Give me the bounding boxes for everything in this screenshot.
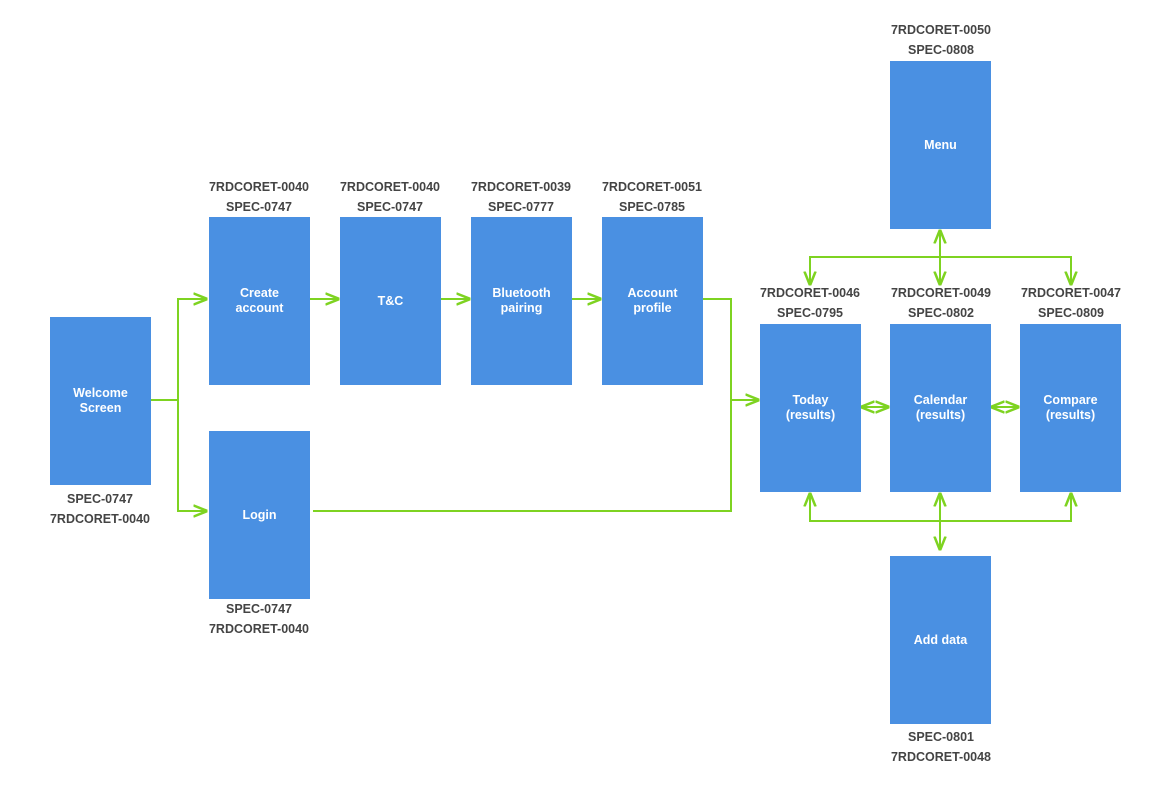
login-box[interactable]: Login — [209, 431, 310, 599]
compare-results-label: Compare (results) — [1043, 393, 1098, 422]
create-account-codes: 7RDCORET-0040 SPEC-0747 — [184, 177, 334, 217]
bluetooth-ticket-code: 7RDCORET-0039 — [470, 180, 572, 194]
compare-codes: 7RDCORET-0047 SPEC-0809 — [996, 283, 1146, 323]
compare-ticket-code: 7RDCORET-0047 — [1020, 286, 1122, 300]
adddata-ticket-code: 7RDCORET-0048 — [890, 750, 992, 764]
compare-results-box[interactable]: Compare (results) — [1020, 324, 1121, 492]
create-account-box[interactable]: Create account — [209, 217, 310, 385]
connector-profile-today — [703, 298, 758, 400]
create-spec-code: SPEC-0747 — [225, 200, 292, 214]
bluetooth-pairing-label: Bluetooth pairing — [492, 286, 551, 315]
connector-welcome-login — [177, 400, 206, 511]
menu-codes: 7RDCORET-0050 SPEC-0808 — [866, 20, 1016, 60]
profile-ticket-code: 7RDCORET-0051 — [601, 180, 703, 194]
today-spec-code: SPEC-0795 — [776, 306, 843, 320]
login-spec-code: SPEC-0747 — [225, 602, 292, 616]
calendar-ticket-code: 7RDCORET-0049 — [890, 286, 992, 300]
login-ticket-code: 7RDCORET-0040 — [208, 622, 310, 636]
profile-spec-code: SPEC-0785 — [618, 200, 685, 214]
tc-codes: 7RDCORET-0040 SPEC-0747 — [315, 177, 465, 217]
create-ticket-code: 7RDCORET-0040 — [208, 180, 310, 194]
calendar-codes: 7RDCORET-0049 SPEC-0802 — [866, 283, 1016, 323]
welcome-screen-box[interactable]: Welcome Screen — [50, 317, 151, 485]
bluetooth-codes: 7RDCORET-0039 SPEC-0777 — [446, 177, 596, 217]
create-account-label: Create account — [235, 286, 284, 315]
connector-login-today — [313, 400, 732, 512]
account-profile-label: Account profile — [627, 286, 678, 315]
tc-spec-code: SPEC-0747 — [356, 200, 423, 214]
compare-spec-code: SPEC-0809 — [1037, 306, 1104, 320]
bluetooth-spec-code: SPEC-0777 — [487, 200, 554, 214]
calendar-spec-code: SPEC-0802 — [907, 306, 974, 320]
tc-box[interactable]: T&C — [340, 217, 441, 385]
connector-top-bus — [810, 256, 1071, 284]
welcome-ticket-code: 7RDCORET-0040 — [49, 512, 151, 526]
menu-spec-code: SPEC-0808 — [907, 43, 974, 57]
menu-label: Menu — [924, 137, 957, 152]
login-codes: SPEC-0747 7RDCORET-0040 — [184, 599, 334, 639]
account-profile-codes: 7RDCORET-0051 SPEC-0785 — [577, 177, 727, 217]
login-label: Login — [242, 507, 277, 522]
welcome-screen-codes: SPEC-0747 7RDCORET-0040 — [25, 489, 175, 529]
welcome-screen-label: Welcome Screen — [73, 386, 128, 415]
menu-box[interactable]: Menu — [890, 61, 991, 229]
adddata-spec-code: SPEC-0801 — [907, 730, 974, 744]
welcome-spec-code: SPEC-0747 — [66, 492, 133, 506]
calendar-results-label: Calendar (results) — [913, 393, 968, 422]
today-results-label: Today (results) — [785, 393, 836, 422]
add-data-box[interactable]: Add data — [890, 556, 991, 724]
tc-label: T&C — [377, 293, 404, 308]
today-results-box[interactable]: Today (results) — [760, 324, 861, 492]
bluetooth-pairing-box[interactable]: Bluetooth pairing — [471, 217, 572, 385]
add-data-codes: SPEC-0801 7RDCORET-0048 — [866, 727, 1016, 767]
tc-ticket-code: 7RDCORET-0040 — [339, 180, 441, 194]
calendar-results-box[interactable]: Calendar (results) — [890, 324, 991, 492]
account-profile-box[interactable]: Account profile — [602, 217, 703, 385]
today-codes: 7RDCORET-0046 SPEC-0795 — [735, 283, 885, 323]
menu-ticket-code: 7RDCORET-0050 — [890, 23, 992, 37]
connector-welcome-branch — [151, 299, 206, 401]
add-data-label: Add data — [913, 632, 968, 647]
today-ticket-code: 7RDCORET-0046 — [759, 286, 861, 300]
